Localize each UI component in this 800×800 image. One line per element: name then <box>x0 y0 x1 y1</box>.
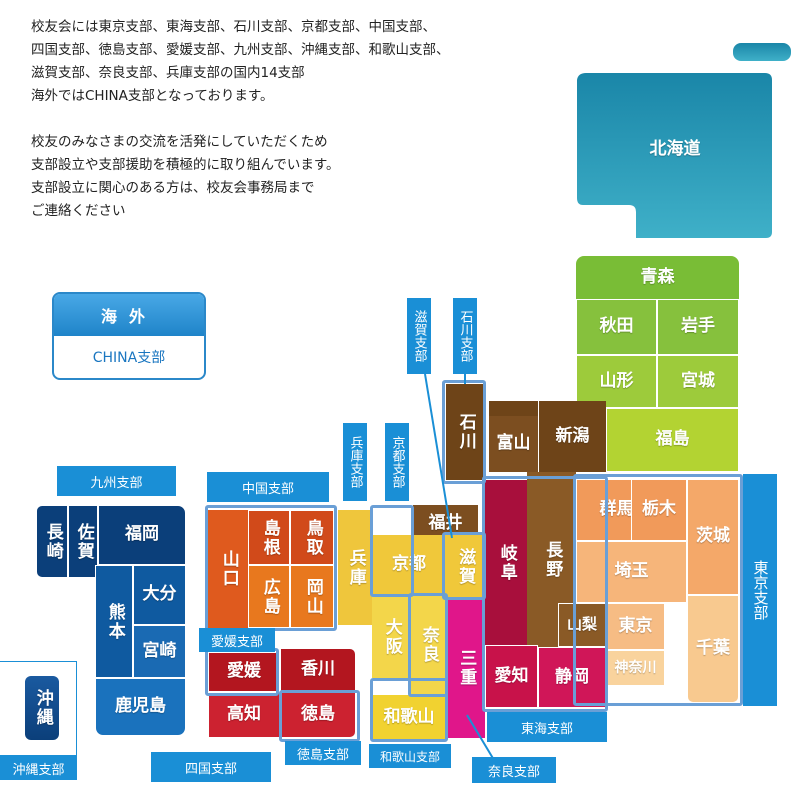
branch-label-kyoto[interactable]: 京都支部 <box>385 423 409 501</box>
pref-yamaguchi[interactable]: 山口 <box>208 510 248 628</box>
okinawa-frame <box>0 661 77 756</box>
branch-label-hyogo[interactable]: 兵庫支部 <box>343 423 367 501</box>
pref-ishikawa[interactable]: 石川 <box>446 384 484 480</box>
pref-kagoshima[interactable]: 鹿児島 <box>95 678 186 736</box>
pref-miyagi[interactable]: 宮城 <box>657 355 739 408</box>
pref-ibaraki[interactable]: 茨城 <box>687 479 739 595</box>
pref-nagasaki[interactable]: 長崎 <box>36 505 68 578</box>
pref-toyama[interactable]: 富山 <box>489 416 538 472</box>
pref-tochigi[interactable]: 栃木 <box>631 479 687 541</box>
pref-gifu[interactable]: 岐阜 <box>485 480 527 645</box>
pref-saitama[interactable]: 埼玉 <box>576 541 687 603</box>
pref-hiroshima[interactable]: 広島 <box>248 565 290 628</box>
pref-kyoto[interactable]: 京都 <box>372 535 446 595</box>
pref-chiba[interactable]: 千葉 <box>687 595 739 703</box>
branch-label-nara[interactable]: 奈良支部 <box>472 757 556 783</box>
pref-shimane[interactable]: 島根 <box>248 510 290 565</box>
branch-label-chugoku[interactable]: 中国支部 <box>207 472 329 502</box>
pref-kagawa[interactable]: 香川 <box>280 648 356 692</box>
branch-label-tokai[interactable]: 東海支部 <box>487 712 607 742</box>
pref-shiga[interactable]: 滋賀 <box>446 535 483 598</box>
pref-nara[interactable]: 奈良 <box>410 595 446 695</box>
pref-hyogo[interactable]: 兵庫 <box>338 510 372 625</box>
pref-aomori[interactable]: 青森 <box>576 256 739 299</box>
branch-label-okinawa[interactable]: 沖縄支部 <box>0 756 77 780</box>
pref-osaka[interactable]: 大阪 <box>372 595 410 678</box>
pref-iwate[interactable]: 岩手 <box>657 299 739 355</box>
branch-label-shikoku[interactable]: 四国支部 <box>151 752 271 782</box>
branch-label-shiga[interactable]: 滋賀支部 <box>407 298 431 374</box>
pref-niigata[interactable]: 新潟 <box>538 401 606 472</box>
pref-okinawa[interactable]: 沖縄 <box>25 676 59 740</box>
branch-label-ehime[interactable]: 愛媛支部 <box>199 628 275 652</box>
branch-label-wakayama[interactable]: 和歌山支部 <box>369 744 451 768</box>
pref-miyazaki[interactable]: 宮崎 <box>133 625 186 678</box>
branch-label-tokushima[interactable]: 徳島支部 <box>285 741 361 765</box>
overseas-box: 海外 CHINA支部 <box>52 292 206 380</box>
intro-text: 校友会には東京支部、東海支部、石川支部、京都支部、中国支部、 四国支部、徳島支部… <box>31 16 561 223</box>
china-branch-link[interactable]: CHINA支部 <box>92 350 166 366</box>
pref-hokkaido[interactable]: 北海道 <box>649 139 701 160</box>
pref-fukushima[interactable]: 福島 <box>606 408 739 472</box>
intro-paragraph-1: 校友会には東京支部、東海支部、石川支部、京都支部、中国支部、 四国支部、徳島支部… <box>31 19 450 104</box>
pref-yamanashi[interactable]: 山梨 <box>558 603 606 647</box>
pref-fukuoka[interactable]: 福岡 <box>98 505 186 565</box>
pref-okayama[interactable]: 岡山 <box>290 565 334 628</box>
branch-label-kyushu[interactable]: 九州支部 <box>57 466 176 496</box>
pref-tokushima[interactable]: 徳島 <box>280 692 356 738</box>
pref-yamagata[interactable]: 山形 <box>576 355 657 408</box>
branch-label-tokyo[interactable]: 東京支部 <box>743 474 777 706</box>
intro-paragraph-2: 校友のみなさまの交流を活発にしていただくため 支部設立や支部援助を積極的に取り組… <box>31 134 340 219</box>
pref-ehime[interactable]: 愛媛 <box>208 652 280 692</box>
pref-tottori[interactable]: 鳥取 <box>290 510 334 565</box>
pref-wakayama[interactable]: 和歌山 <box>372 695 446 740</box>
pref-mie[interactable]: 三重 <box>446 598 485 738</box>
overseas-title: 海外 <box>54 294 204 336</box>
pref-akita[interactable]: 秋田 <box>576 299 657 355</box>
pref-tokyo[interactable]: 東京 <box>606 603 665 650</box>
pref-kochi[interactable]: 高知 <box>208 692 280 738</box>
pref-saga[interactable]: 佐賀 <box>68 505 98 578</box>
pref-shizuoka[interactable]: 静岡 <box>538 647 606 708</box>
pref-oita[interactable]: 大分 <box>133 565 186 625</box>
branch-label-ishikawa[interactable]: 石川支部 <box>453 298 477 374</box>
pref-kumamoto[interactable]: 熊本 <box>95 565 133 678</box>
pref-kanagawa[interactable]: 神奈川 <box>606 650 665 686</box>
pref-aichi[interactable]: 愛知 <box>485 645 538 708</box>
